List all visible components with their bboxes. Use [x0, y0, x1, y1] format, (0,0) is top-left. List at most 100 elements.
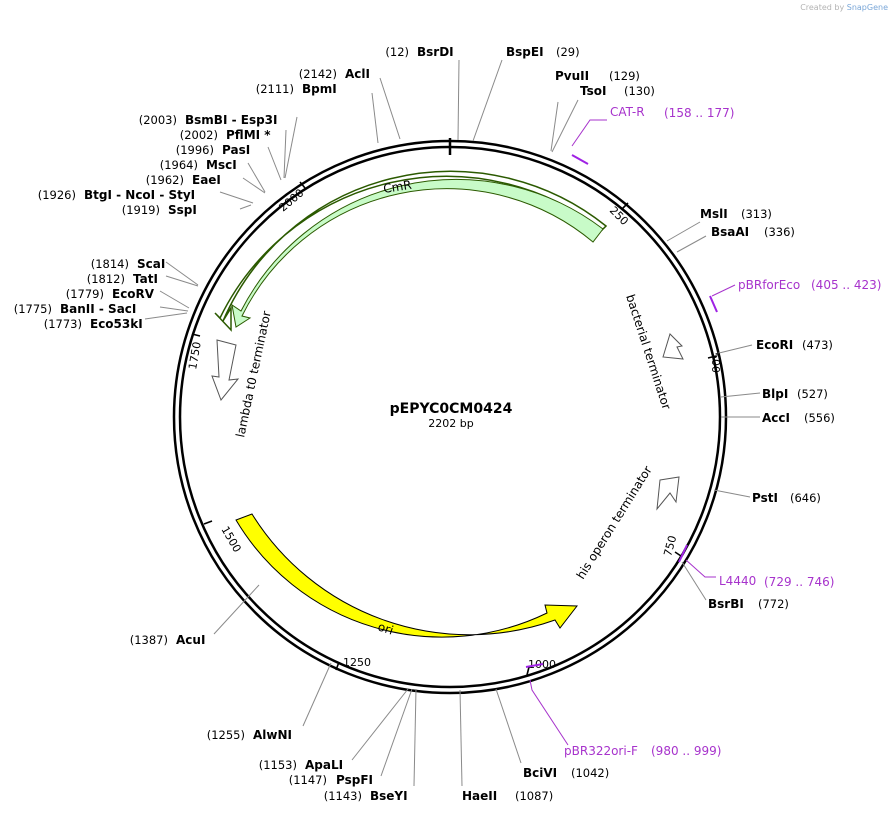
- primer-leader: [529, 679, 569, 746]
- primer-pbrforeco[interactable]: pBRforEco (405 .. 423): [709, 278, 881, 313]
- enzyme-site-bspei[interactable]: BspEI(29): [506, 45, 580, 59]
- enzyme-pos: (646): [790, 491, 821, 505]
- enzyme-pos: (1255): [207, 728, 245, 742]
- enzyme-pos: (130): [624, 84, 655, 98]
- enzyme-site-pvuii[interactable]: PvuII(129): [555, 69, 640, 83]
- enzyme-site-apali[interactable]: (1153)ApaLI: [259, 758, 343, 772]
- enzyme-site-acui[interactable]: (1387)AcuI: [130, 633, 206, 647]
- enzyme-site-alwni[interactable]: (1255) AlwNI: [207, 728, 292, 742]
- enzyme-name: BpmI: [302, 82, 337, 96]
- enzyme-pos: (1814): [91, 257, 129, 271]
- enzyme-name: AccI: [762, 411, 790, 425]
- feature-lambda-t0-terminator[interactable]: lambda t0 terminator: [211, 310, 274, 439]
- enzyme-name: BseYI: [370, 789, 408, 803]
- bacterial-terminator-arrow: [662, 333, 684, 360]
- feature-cmr[interactable]: CmR: [214, 170, 608, 332]
- enzyme-site-pspfi[interactable]: (1147)PspFI: [289, 773, 373, 787]
- enzyme-name: SspI: [168, 203, 197, 217]
- tick-label-750: 750: [661, 534, 679, 558]
- primer-range: (729 .. 746): [764, 575, 834, 589]
- enzyme-name: AlwNI: [253, 728, 292, 742]
- tick-label-1750: 1750: [186, 341, 204, 371]
- enzyme-name: Eco53kI: [90, 317, 143, 331]
- enzyme-name: BspEI: [506, 45, 544, 59]
- enzyme-site-btgi-ncoi-styi[interactable]: (1926)BtgI - NcoI - StyI: [38, 188, 195, 202]
- cmr-thin-arrow: [214, 170, 608, 332]
- enzyme-pos: (1962): [146, 173, 184, 187]
- enzyme-pos: (1964): [160, 158, 198, 172]
- enzyme-site-bsaai[interactable]: BsaAI(336): [711, 225, 795, 239]
- enzyme-name: TsoI: [580, 84, 606, 98]
- enzyme-name: AcuI: [176, 633, 205, 647]
- enzyme-site-eco53ki[interactable]: (1773)Eco53kI: [44, 317, 143, 331]
- enzyme-site-ecorv[interactable]: (1779) EcoRV: [66, 287, 155, 301]
- enzyme-site-psti[interactable]: PstI(646): [752, 491, 821, 505]
- primer-arrow: [678, 544, 688, 563]
- enzyme-pos: (2111): [256, 82, 294, 96]
- enzyme-site-eaei[interactable]: (1962)EaeI: [146, 173, 221, 187]
- primer-l4440[interactable]: L4440 (729 .. 746): [678, 544, 834, 589]
- enzyme-pos: (2142): [299, 67, 337, 81]
- primer-range: (158 .. 177): [664, 106, 734, 120]
- enzyme-pos: (1143): [324, 789, 362, 803]
- enzyme-site-pasi[interactable]: (1996)PasI: [176, 143, 250, 157]
- primer-pbr322ori-f[interactable]: pBR322ori-F (980 .. 999): [525, 663, 721, 758]
- enzyme-site-ecori[interactable]: EcoRI(473): [756, 338, 833, 352]
- primer-arrow: [525, 663, 544, 668]
- enzyme-pos: (772): [758, 597, 789, 611]
- enzyme-site-msci[interactable]: (1964)MscI: [160, 158, 237, 172]
- primer-leader: [571, 119, 607, 147]
- enzyme-pos: (1087): [515, 789, 553, 803]
- enzyme-site-pflmi[interactable]: (2002)PflMI *: [180, 128, 272, 142]
- enzyme-name: BsrDI: [417, 45, 454, 59]
- enzyme-name: HaeII: [462, 789, 497, 803]
- primer-range: (980 .. 999): [651, 744, 721, 758]
- lambda-terminator-arrow: [211, 339, 240, 401]
- ori-label: ori: [376, 620, 395, 638]
- enzyme-site-sspi[interactable]: (1919)SspI: [122, 203, 197, 217]
- enzyme-site-bsrdi[interactable]: (12)BsrDI: [385, 45, 453, 59]
- enzyme-site-bcivi[interactable]: BciVI (1042): [523, 766, 609, 780]
- enzyme-name: EcoRV: [112, 287, 155, 301]
- enzyme-name: BciVI: [523, 766, 557, 780]
- primer-name: pBR322ori-F: [564, 744, 638, 758]
- feature-his-operon-terminator[interactable]: his operon terminator: [574, 463, 680, 582]
- enzyme-pos: (1779): [66, 287, 104, 301]
- plasmid-size: 2202 bp: [428, 417, 473, 430]
- enzyme-name: TatI: [133, 272, 158, 286]
- enzyme-site-tsoi[interactable]: TsoI (130): [580, 84, 655, 98]
- primer-name: pBRforEco: [738, 278, 800, 292]
- enzyme-pos: (1042): [571, 766, 609, 780]
- snapgene-credit: Created by SnapGene: [800, 3, 888, 12]
- enzyme-site-tati[interactable]: (1812)TatI: [87, 272, 158, 286]
- enzyme-site-blpi[interactable]: BlpI(527): [762, 387, 828, 401]
- tick-label-250: 250: [607, 204, 631, 228]
- enzyme-pos: (1153): [259, 758, 297, 772]
- enzyme-leaders: [144, 59, 761, 787]
- cmr-arrow: [231, 179, 604, 328]
- enzyme-site-acli[interactable]: (2142)AclI: [299, 67, 370, 81]
- tick-label-500: 500: [709, 352, 722, 373]
- enzyme-site-bpmi[interactable]: (2111) BpmI: [256, 82, 337, 96]
- enzyme-name: EcoRI: [756, 338, 793, 352]
- his-terminator-label: his operon terminator: [574, 463, 655, 581]
- enzyme-pos: (527): [797, 387, 828, 401]
- enzyme-site-bsrbi[interactable]: BsrBI (772): [708, 597, 789, 611]
- feature-ori[interactable]: ori: [235, 513, 578, 638]
- enzyme-site-acci[interactable]: AccI(556): [762, 411, 835, 425]
- enzyme-name: BsrBI: [708, 597, 744, 611]
- enzyme-pos: (313): [741, 207, 772, 221]
- credit-prefix: Created by: [800, 3, 845, 12]
- enzyme-site-bsmbi-esp3i[interactable]: (2003)BsmBI - Esp3I: [139, 113, 278, 127]
- enzyme-site-banii-saci[interactable]: (1775)BanII - SacI: [14, 302, 137, 316]
- enzyme-pos: (1775): [14, 302, 52, 316]
- enzyme-site-haeii[interactable]: HaeII (1087): [462, 789, 553, 803]
- enzyme-name: BtgI - NcoI - StyI: [84, 188, 195, 202]
- feature-bacterial-terminator[interactable]: bacterial terminator: [623, 293, 684, 412]
- enzyme-site-scai[interactable]: (1814)ScaI: [91, 257, 166, 271]
- enzyme-name: PasI: [222, 143, 250, 157]
- primer-cat-r[interactable]: CAT-R (158 .. 177): [571, 105, 734, 165]
- enzyme-site-msli[interactable]: MslI(313): [700, 207, 772, 221]
- enzyme-site-bseyi[interactable]: (1143) BseYI: [324, 789, 408, 803]
- plasmid-name: pEPYC0CM0424: [390, 401, 513, 417]
